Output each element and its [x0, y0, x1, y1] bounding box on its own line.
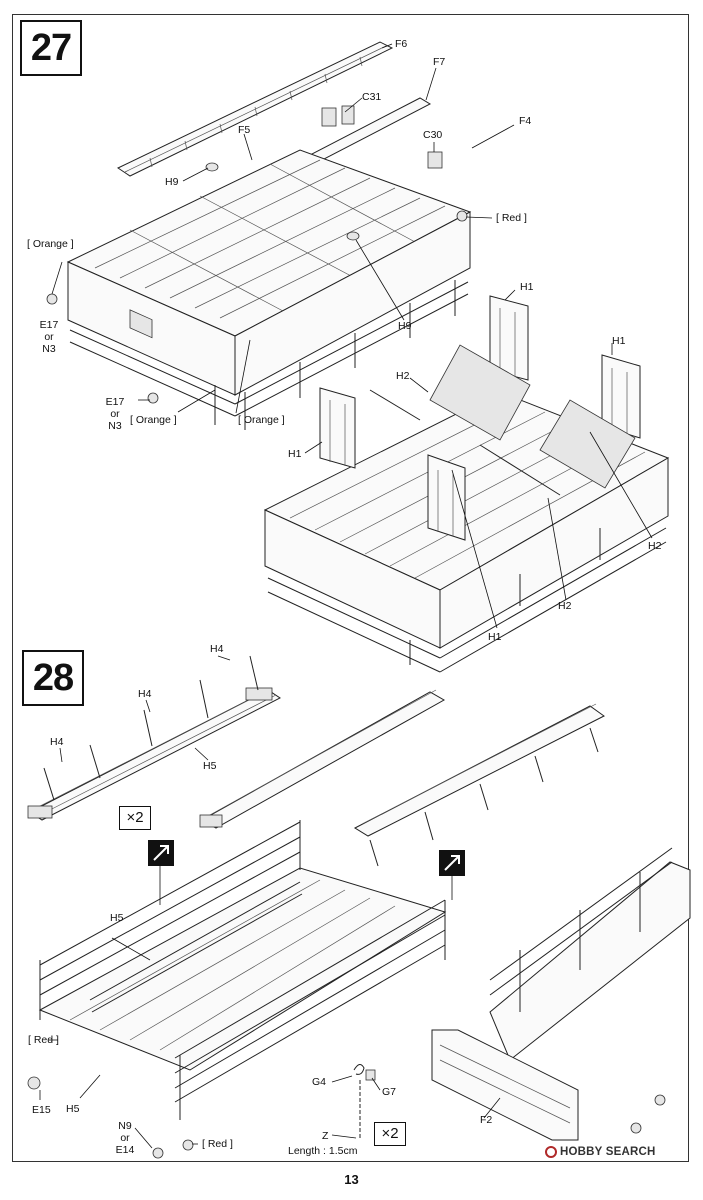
- color-callout-orange-bottom: [ Orange ]: [130, 414, 177, 426]
- watermark-text: HOBBY SEARCH: [560, 1146, 656, 1158]
- part-label-h9-top: H9: [165, 176, 179, 188]
- step27-cargo-bed-seats: [263, 289, 670, 673]
- part-label-h5-mid: H5: [110, 912, 124, 924]
- part-label-h2-a: H2: [396, 370, 410, 382]
- page-frame: [12, 14, 689, 1162]
- or-text-bottom: or: [110, 408, 120, 420]
- part-label-h1-d: H1: [488, 631, 502, 643]
- part-label-h1-a: H1: [520, 281, 534, 293]
- color-callout-orange-left: [ Orange ]: [27, 238, 74, 250]
- step-28-box: 28: [22, 650, 84, 706]
- step-27-box: 27: [20, 20, 82, 76]
- or-text: or: [120, 1132, 130, 1144]
- part-label-n3-left: N3: [42, 343, 56, 355]
- part-label-n9: N9: [118, 1120, 132, 1132]
- chain-length-note: Length : 1.5cm: [288, 1145, 358, 1157]
- part-label-h2-b: H2: [648, 540, 662, 552]
- part-label-h4-b: H4: [138, 688, 152, 700]
- color-callout-red: [ Red ]: [496, 212, 527, 224]
- hobby-search-logo-icon: [545, 1146, 557, 1158]
- part-label-c31: C31: [362, 91, 382, 103]
- color-callout-red-bottom: [ Red ]: [202, 1138, 233, 1150]
- part-label-h4-c: H4: [50, 736, 64, 748]
- part-label-h1-c: H1: [288, 448, 302, 460]
- part-label-h5-top: H5: [203, 760, 217, 772]
- part-label-f4: F4: [519, 115, 532, 127]
- part-label-f7: F7: [433, 56, 446, 68]
- part-label-h4-a: H4: [210, 643, 224, 655]
- part-label-g4: G4: [312, 1076, 327, 1088]
- part-label-f5: F5: [238, 124, 251, 136]
- part-label-e17-bottom: E17: [105, 396, 125, 408]
- part-label-g7: G7: [382, 1086, 397, 1098]
- part-label-e17-left: E17: [39, 319, 59, 331]
- or-text-left: or: [44, 331, 54, 343]
- part-label-h5-low: H5: [66, 1103, 80, 1115]
- part-label-n3-bottom: N3: [108, 420, 122, 432]
- step28-tailgate: [431, 847, 691, 1141]
- part-label-z: Z: [322, 1130, 329, 1142]
- part-label-e14: E14: [115, 1144, 135, 1156]
- step28-cargo-bed: [27, 820, 447, 1159]
- part-label-h9-bottom: H9: [398, 320, 412, 332]
- step28-side-rails: [27, 655, 605, 905]
- part-label-f2: F2: [480, 1114, 493, 1126]
- page-number: 13: [344, 1172, 359, 1187]
- step27-cargo-bed: [46, 41, 515, 430]
- part-label-e15: E15: [32, 1104, 51, 1116]
- quantity-x2-badge: ×2: [119, 806, 151, 830]
- watermark: HOBBY SEARCH: [545, 1146, 655, 1158]
- color-callout-orange-center: [ Orange ]: [238, 414, 285, 426]
- color-callout-red-left: [ Red ]: [28, 1034, 59, 1046]
- part-label-h2-c: H2: [558, 600, 572, 612]
- part-label-f6: F6: [395, 38, 408, 50]
- part-label-h1-b: H1: [612, 335, 626, 347]
- quantity-x2-chain-badge: ×2: [374, 1122, 406, 1146]
- part-label-c30: C30: [423, 129, 443, 141]
